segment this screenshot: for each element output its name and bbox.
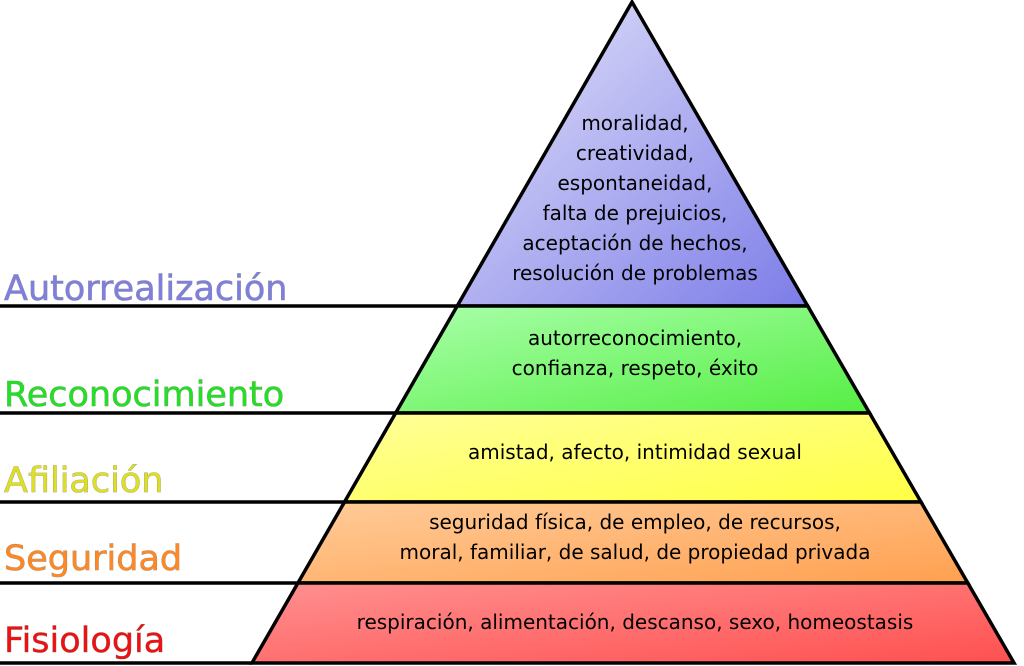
- tier-label: Fisiología: [4, 621, 165, 661]
- tier-description-line: falta de prejuicios,: [543, 201, 728, 225]
- tier-label: Seguridad: [4, 539, 182, 579]
- tier-description-line: respiración, alimentación, descanso, sex…: [357, 610, 914, 634]
- tier-description-line: espontaneidad,: [558, 171, 713, 195]
- tier-description-line: seguridad física, de empleo, de recursos…: [429, 510, 841, 534]
- pyramid-tier-5: [248, 581, 1018, 665]
- tier-description-line: amistad, afecto, intimidad sexual: [468, 440, 802, 464]
- tier-description-line: confianza, respeto, éxito: [512, 356, 759, 380]
- tier-label: Reconocimiento: [4, 375, 284, 415]
- tier-description-line: creatividad,: [576, 141, 694, 165]
- tier-description-line: aceptación de hechos,: [522, 231, 747, 255]
- tier-description-line: moral, familiar, de salud, de propiedad …: [400, 540, 871, 564]
- tier-label: Autorrealización: [4, 269, 287, 309]
- tier-description-line: autorreconocimiento,: [528, 326, 742, 350]
- tier-description-line: resolución de problemas: [512, 261, 758, 285]
- tier-label: Afiliación: [4, 461, 163, 501]
- tier-description-line: moralidad,: [581, 111, 688, 135]
